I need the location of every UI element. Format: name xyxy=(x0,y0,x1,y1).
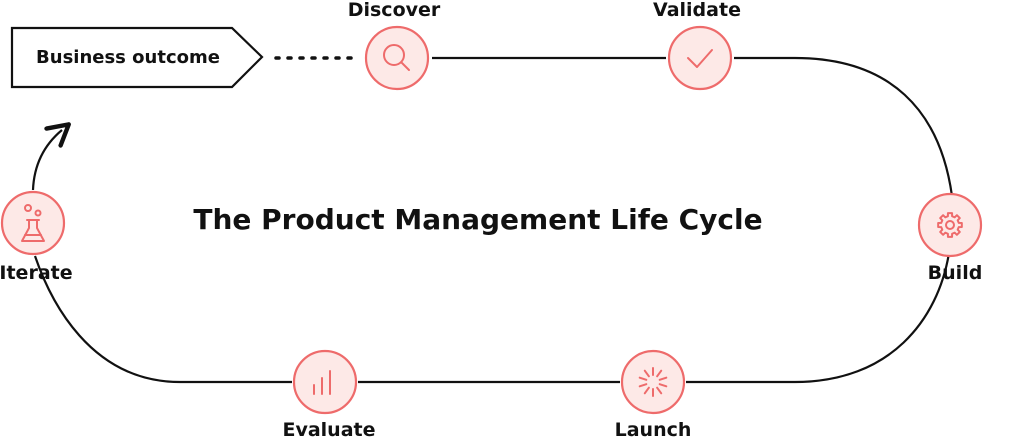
launch-label: Launch xyxy=(615,419,692,437)
evaluate-label: Evaluate xyxy=(282,419,375,437)
burst-ray xyxy=(656,369,663,378)
burst-ray xyxy=(638,383,648,388)
burst-ray xyxy=(643,386,650,395)
iterate-node xyxy=(0,190,66,256)
iterate-arrow xyxy=(31,122,71,191)
gear-outline xyxy=(937,212,963,238)
build-node xyxy=(917,192,983,258)
checkmark-icon xyxy=(687,49,713,68)
start-label: Business outcome xyxy=(36,47,220,68)
discover-label: Discover xyxy=(348,0,441,21)
discover-node xyxy=(364,25,430,91)
stage-launch: Launch xyxy=(615,349,692,437)
stage-evaluate: Evaluate xyxy=(282,349,376,437)
launch-node xyxy=(620,349,686,415)
iterate-label: Iterate xyxy=(0,262,73,284)
flask-icon xyxy=(21,204,45,242)
stage-discover: Discover xyxy=(348,0,441,91)
burst-ray xyxy=(656,386,663,395)
burst-ray xyxy=(658,376,668,381)
validate-node xyxy=(667,25,733,91)
burst-icon xyxy=(638,367,668,397)
stage-validate: Validate xyxy=(653,0,741,91)
gear-hub xyxy=(945,220,955,230)
gear-icon xyxy=(937,212,963,238)
stage-iterate: Iterate xyxy=(0,190,73,284)
cycle-track xyxy=(33,56,954,384)
start-node: Business outcome xyxy=(10,26,264,89)
validate-label: Validate xyxy=(653,0,741,21)
stage-build: Build xyxy=(917,192,983,284)
burst-ray xyxy=(658,383,668,388)
start-pentagon xyxy=(10,26,264,89)
burst-ray xyxy=(638,376,648,381)
evaluate-node xyxy=(292,349,358,415)
burst-ray xyxy=(643,369,650,378)
bar-chart-icon xyxy=(313,370,331,395)
magnifier-icon xyxy=(383,44,410,71)
diagram-title: The Product Management Life Cycle xyxy=(193,203,762,236)
build-label: Build xyxy=(928,262,983,284)
